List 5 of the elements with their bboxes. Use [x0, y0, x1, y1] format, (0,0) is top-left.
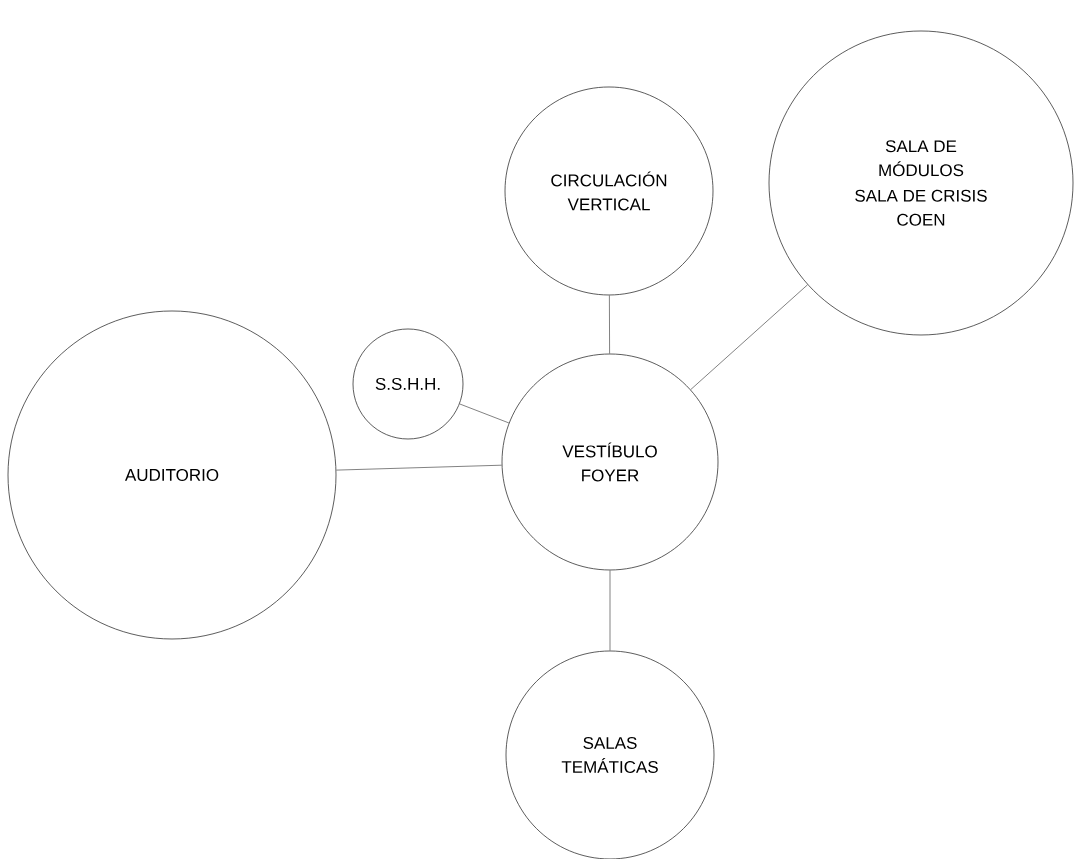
- connector-line: [690, 284, 808, 390]
- connector-line: [335, 464, 502, 471]
- connector-line: [459, 403, 510, 424]
- connector-line: [609, 295, 610, 354]
- connector-line: [609, 570, 611, 651]
